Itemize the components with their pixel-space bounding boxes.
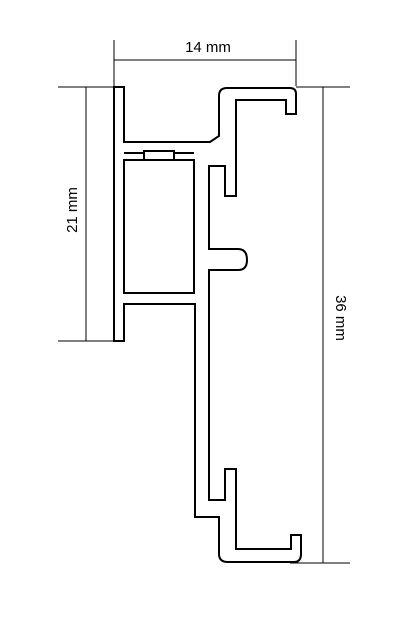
left-height-dimension-label: 21 mm: [64, 187, 81, 233]
profile-outline: [113, 86, 302, 563]
left-height-dimension: 21 mm: [58, 86, 124, 342]
width-dimension-label: 14 mm: [185, 39, 231, 56]
gasket-insert: [143, 150, 175, 161]
right-height-dimension: 36 mm: [290, 86, 350, 564]
width-dimension: 14 mm: [113, 39, 297, 86]
right-height-dimension-label: 36 mm: [332, 295, 349, 341]
